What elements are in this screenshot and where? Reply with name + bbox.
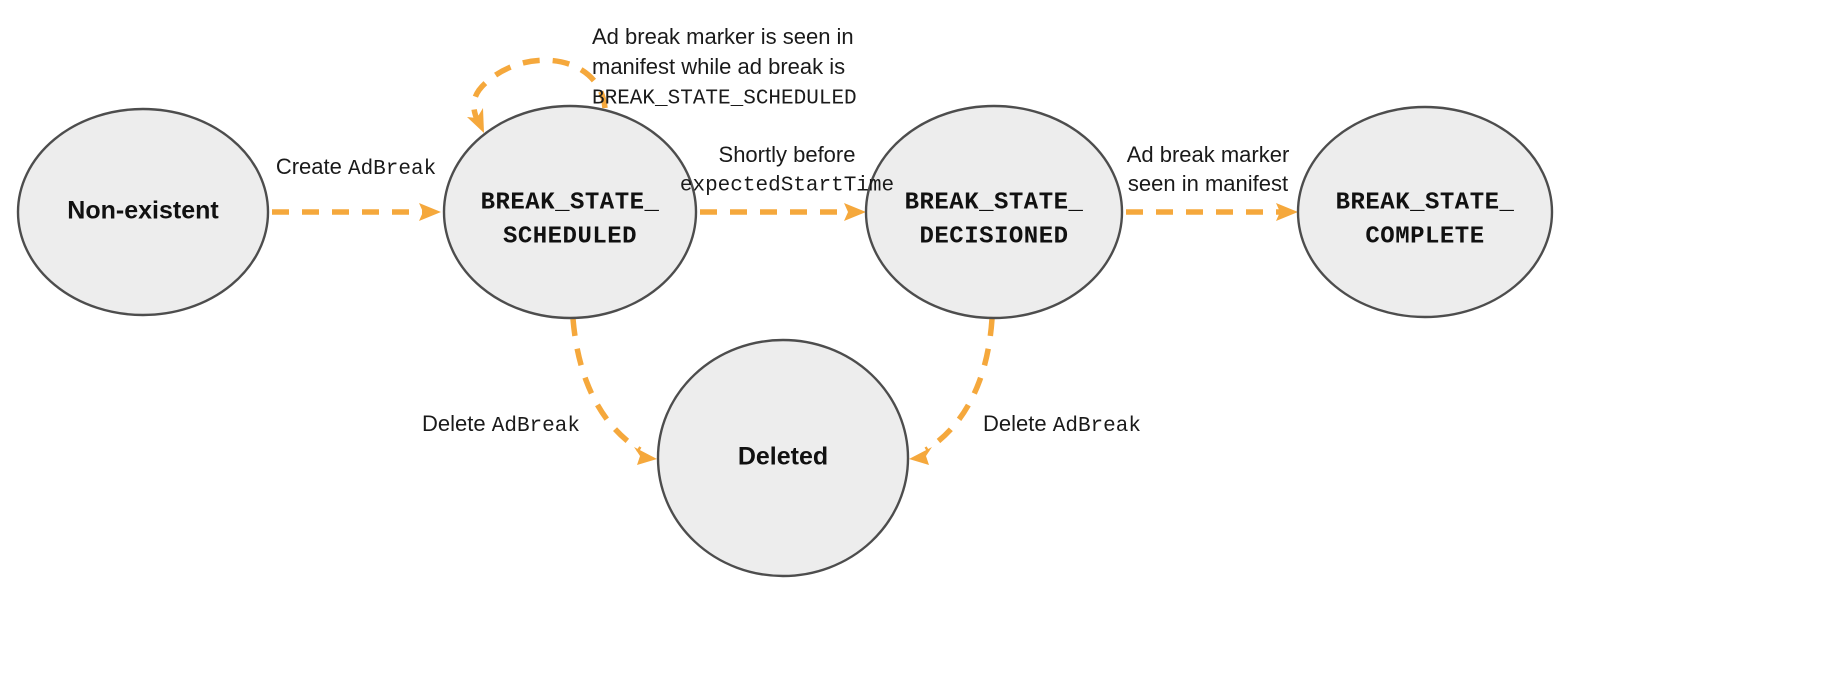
edge-label-marker-seen-line1: Ad break marker [1127,142,1290,167]
node-break-state-decisioned-label-line2: DECISIONED [919,223,1068,250]
edge-delete-right-arrowhead [909,447,932,465]
node-break-state-scheduled-label-line2: SCHEDULED [503,223,637,250]
edge-create-adbreak [272,203,441,221]
edge-label-create-adbreak: Create AdBreak [276,154,436,181]
edge-delete-left-arrowhead [634,447,657,465]
node-break-state-complete-label-line1: BREAK_STATE_ [1336,189,1515,216]
edge-marker-seen-arrowhead [1276,203,1298,221]
edge-label-create-adbreak-type: AdBreak [348,158,436,181]
node-non-existent-label: Non-existent [67,197,219,225]
edge-label-delete-right-word: Delete [983,411,1053,436]
edge-shortly-before-expected-start-time [700,203,866,221]
edge-self-loop-arrowhead [467,108,484,133]
node-break-state-complete[interactable]: BREAK_STATE_ COMPLETE [1296,105,1554,319]
node-break-state-scheduled-shape[interactable] [442,104,698,320]
node-deleted[interactable]: Deleted [656,338,910,578]
node-break-state-decisioned-shape[interactable] [864,104,1124,320]
edge-delete-left-line [570,318,642,453]
edge-label-delete-left-type: AdBreak [492,415,580,438]
edge-label-delete-right-type: AdBreak [1053,415,1141,438]
edge-self-loop-line [471,57,608,124]
edge-label-self-loop-line2: manifest while ad break is [592,54,845,79]
edge-ad-break-marker-seen-in-manifest [1126,203,1298,221]
edge-delete-adbreak-from-scheduled [570,318,657,465]
edge-label-create-adbreak-word: Create [276,154,348,179]
edge-create-adbreak-arrowhead [419,203,441,221]
node-break-state-complete-shape[interactable] [1296,105,1554,319]
edge-delete-adbreak-from-decisioned [909,318,995,465]
node-break-state-complete-label-line2: COMPLETE [1365,223,1484,250]
node-break-state-scheduled-label-line1: BREAK_STATE_ [481,189,660,216]
edge-label-shortly-before-line2: expectedStartTime [680,175,894,198]
edge-shortly-before-arrowhead [844,203,866,221]
edge-delete-right-line [924,318,995,453]
node-break-state-scheduled[interactable]: BREAK_STATE_ SCHEDULED [442,104,698,320]
node-deleted-label: Deleted [738,443,828,471]
edge-label-self-loop-line1: Ad break marker is seen in [592,24,854,49]
edge-label-marker-seen-line2: seen in manifest [1128,171,1288,196]
node-break-state-decisioned[interactable]: BREAK_STATE_ DECISIONED [864,104,1124,320]
edge-label-delete-adbreak-right: Delete AdBreak [983,411,1141,438]
edge-label-delete-adbreak-left: Delete AdBreak [422,411,580,438]
edge-label-self-loop-line3: BREAK_STATE_SCHEDULED [592,88,857,111]
edge-ad-break-marker-seen-while-scheduled [467,57,608,133]
node-deleted-shape[interactable] [656,338,910,578]
node-non-existent-shape[interactable] [16,107,270,317]
node-non-existent[interactable]: Non-existent [16,107,270,317]
node-break-state-decisioned-label-line1: BREAK_STATE_ [905,189,1084,216]
edge-label-delete-left-word: Delete [422,411,492,436]
edge-label-shortly-before-line1: Shortly before [719,142,856,167]
